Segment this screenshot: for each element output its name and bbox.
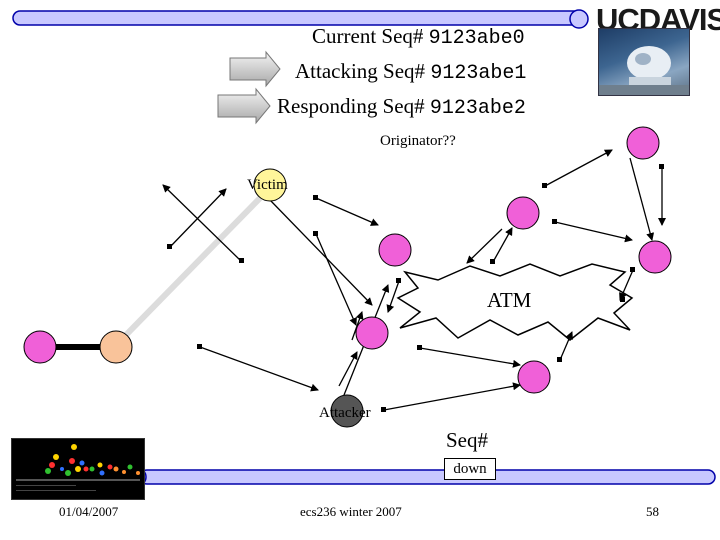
responding-arrow-icon xyxy=(217,87,271,125)
node-top-middle xyxy=(506,196,540,230)
node-attacker xyxy=(330,394,364,428)
node-upper xyxy=(378,233,412,267)
dot-plot-thumbnail-icon xyxy=(16,444,140,491)
footer-course: ecs236 winter 2007 xyxy=(300,504,402,519)
responding-seq-value: 9123abe2 xyxy=(429,97,526,120)
campus-photo xyxy=(598,28,690,96)
top-bar-end-circle xyxy=(569,9,589,29)
originator-label: Originator?? xyxy=(380,133,456,149)
node-victim xyxy=(253,168,287,202)
attacking-seq-line: Attacking Seq# 9123abe1 xyxy=(295,59,526,85)
node-bottom-right xyxy=(517,360,551,394)
attacking-seq-value: 9123abe1 xyxy=(430,62,527,85)
visualization-thumbnail xyxy=(11,438,145,500)
bottom-bar-border xyxy=(139,469,716,485)
node-originator xyxy=(626,126,660,160)
node-center xyxy=(355,316,389,350)
down-label: down xyxy=(453,461,487,477)
node-right xyxy=(638,240,672,274)
attacker-label: Attacker xyxy=(319,405,371,421)
atm-label: ATM xyxy=(487,288,532,312)
current-seq-label: Current Seq# xyxy=(312,24,424,48)
node-peach xyxy=(99,330,133,364)
link-victim-peach xyxy=(120,193,265,341)
footer-page-number: 58 xyxy=(646,504,659,519)
current-seq-value: 9123abe0 xyxy=(428,27,525,50)
responding-seq-line: Responding Seq# 9123abe2 xyxy=(277,94,526,120)
responding-seq-label: Responding Seq# xyxy=(277,94,425,118)
down-label-box: down xyxy=(444,458,496,480)
victim-label: Victim xyxy=(247,177,288,193)
attacking-arrow-icon xyxy=(229,50,281,88)
egghead-sculpture-icon xyxy=(599,46,689,95)
footer-date: 01/04/2007 xyxy=(59,504,119,519)
seq-label: Seq# xyxy=(446,428,488,452)
attacking-seq-label: Attacking Seq# xyxy=(295,59,426,83)
top-bar-border xyxy=(12,10,586,26)
atm-cloud xyxy=(396,263,634,341)
current-seq-line: Current Seq# 9123abe0 xyxy=(312,24,525,50)
node-left xyxy=(23,330,57,364)
